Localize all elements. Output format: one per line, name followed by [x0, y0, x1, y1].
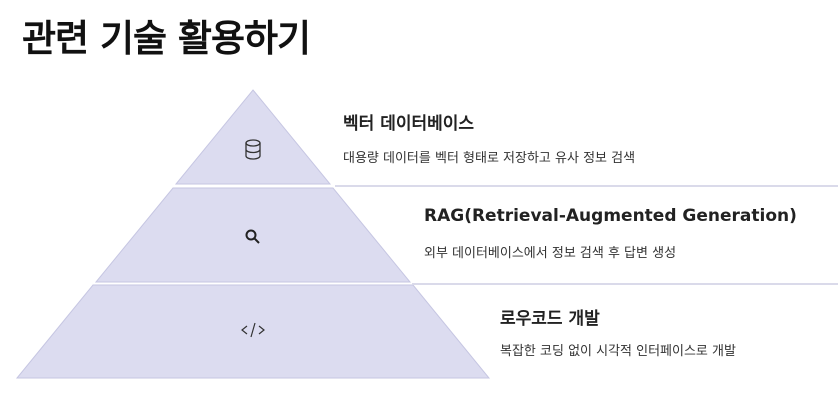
- tier-1-description: 대용량 데이터를 벡터 형태로 저장하고 유사 정보 검색: [343, 151, 636, 166]
- tier-1-title: 벡터 데이터베이스: [343, 114, 475, 134]
- code-icon: [241, 322, 265, 338]
- tier-2-title: RAG(Retrieval-Augmented Generation): [424, 206, 797, 226]
- page-title: 관련 기술 활용하기: [22, 17, 311, 60]
- tier-3-title: 로우코드 개발: [500, 309, 600, 329]
- tier-2-shape: [94, 187, 412, 283]
- tier-2-description: 외부 데이터베이스에서 정보 검색 후 답변 생성: [424, 246, 677, 261]
- tier-3-description: 복잡한 코딩 없이 시각적 인터페이스로 개발: [500, 344, 736, 359]
- tier-1-shape: [174, 89, 332, 185]
- database-icon: [245, 139, 261, 160]
- search-icon: [245, 229, 260, 244]
